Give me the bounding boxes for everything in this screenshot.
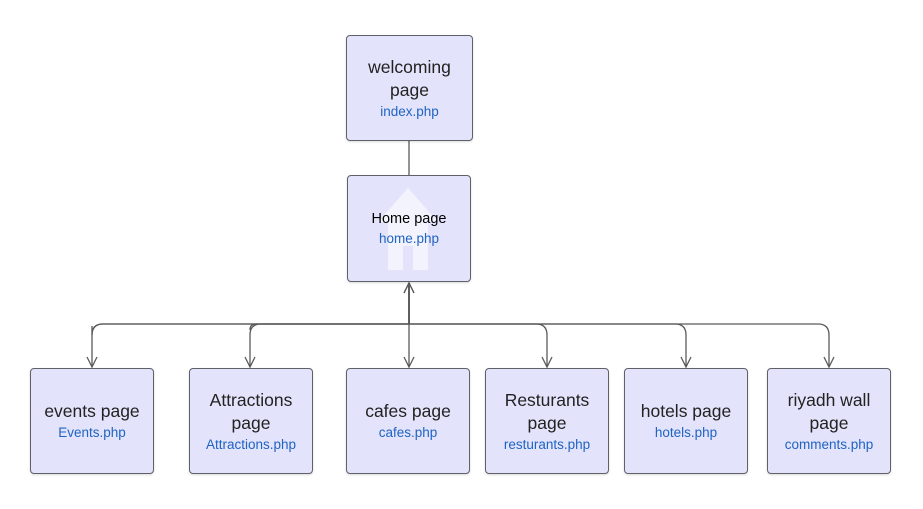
node-filename: Attractions.php (205, 436, 297, 452)
events-page-node[interactable]: events page Events.php (30, 368, 154, 474)
node-title: hotels page (640, 401, 732, 421)
node-title: Resturants page (504, 389, 590, 433)
node-filename: Events.php (58, 425, 126, 440)
riyadh-wall-page-node[interactable]: riyadh wall page comments.php (767, 368, 891, 474)
node-title: welcoming page (368, 56, 451, 100)
node-title: cafes page (365, 401, 451, 421)
hotels-page-node[interactable]: hotels page hotels.php (624, 368, 748, 474)
cafes-page-node[interactable]: cafes page cafes.php (346, 368, 470, 474)
node-title: riyadh wall page (787, 389, 871, 433)
node-title: Attractions page (209, 389, 293, 433)
node-filename: home.php (378, 230, 440, 246)
attractions-page-node[interactable]: Attractions page Attractions.php (189, 368, 313, 474)
connector-attractions-to-home (249, 283, 409, 331)
node-filename: comments.php (784, 436, 874, 452)
node-filename: resturants.php (503, 436, 591, 452)
node-filename: index.php (380, 103, 439, 119)
resturants-page-node[interactable]: Resturants page resturants.php (485, 368, 609, 474)
connector-home-to-riyadh-wall (408, 283, 829, 367)
connector-home-to-events (92, 283, 410, 367)
home-page-node[interactable]: Home page home.php (347, 175, 471, 282)
connector-home-to-attractions (250, 283, 410, 367)
connector-home-to-resturants (408, 283, 547, 367)
node-filename: hotels.php (654, 425, 718, 440)
welcoming-page-node[interactable]: welcoming page index.php (346, 35, 473, 141)
node-filename: cafes.php (378, 425, 438, 440)
node-title: Home page (371, 210, 447, 227)
node-title: events page (44, 401, 140, 421)
house-icon (378, 188, 438, 270)
